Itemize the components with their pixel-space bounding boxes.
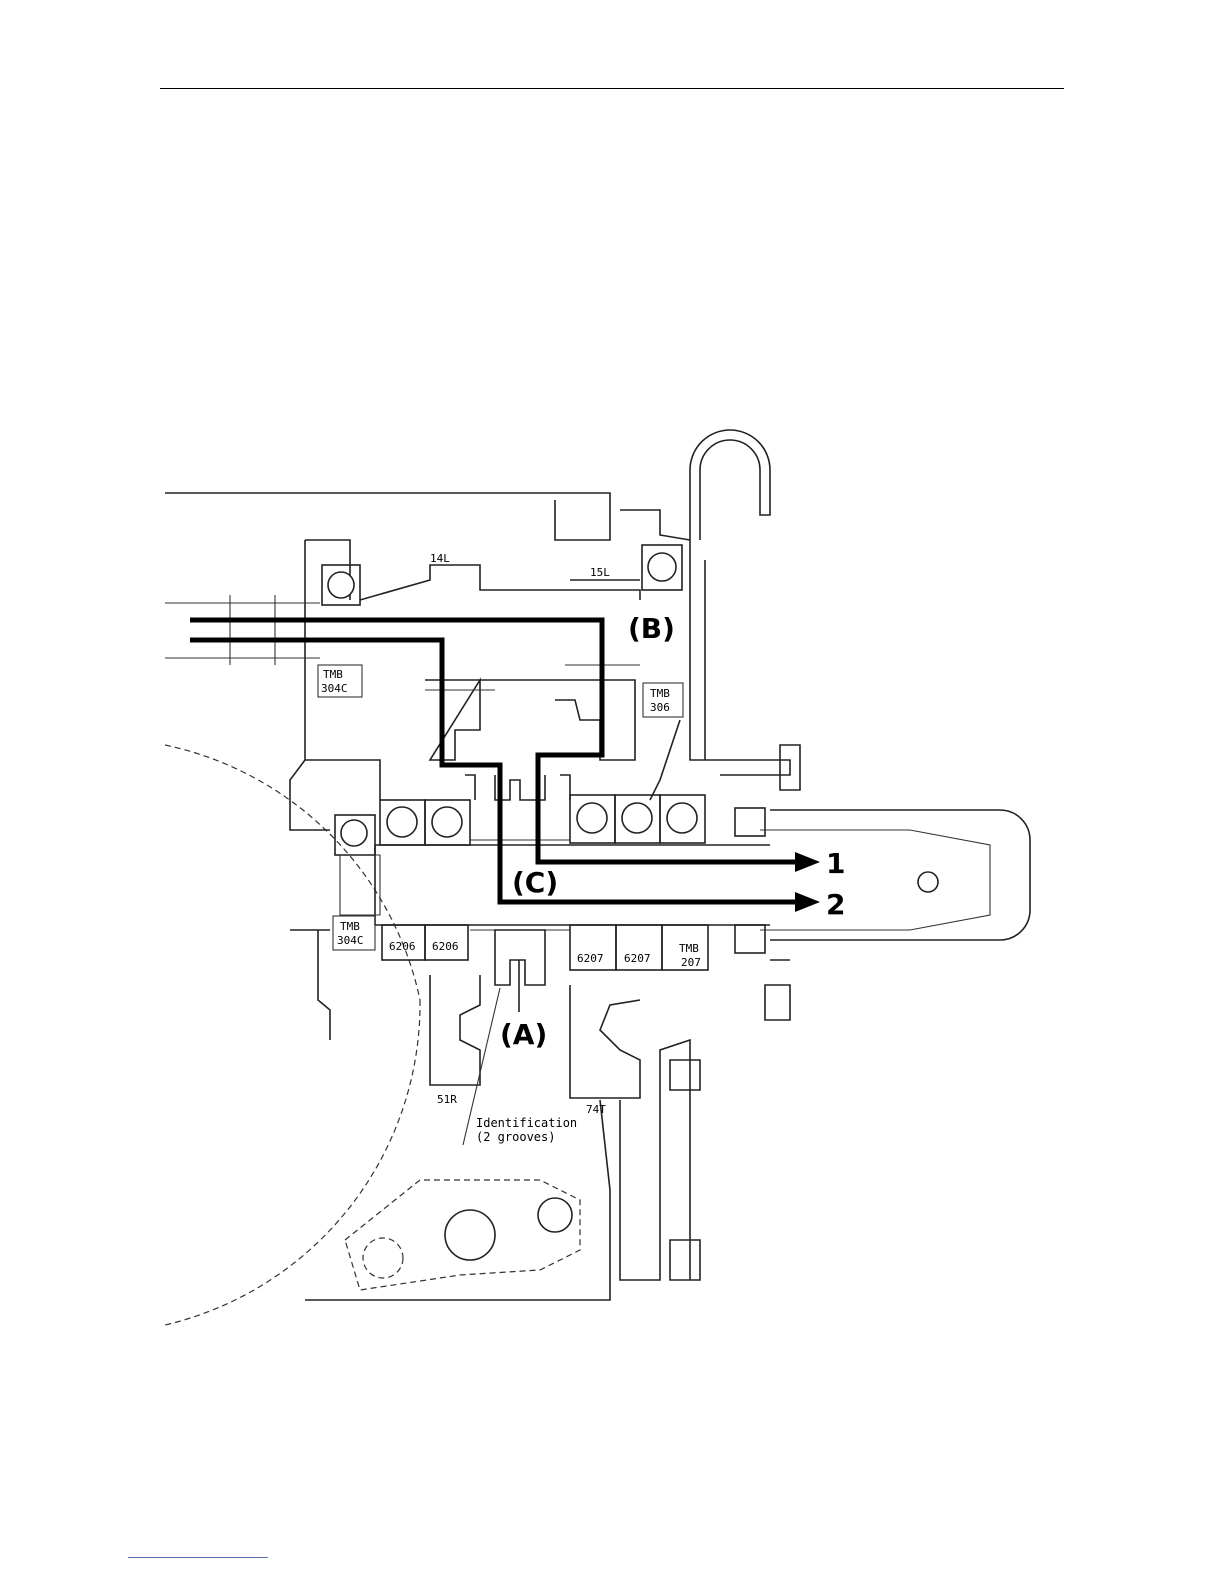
bearing-ball-6206-right [432, 807, 462, 837]
lower-plate-hole-right [538, 1198, 572, 1232]
label-tmb207-2: 207 [681, 956, 701, 969]
bearing-ball-tmb207 [667, 803, 697, 833]
output-label-1: 1 [826, 847, 845, 880]
label-identification-line1: Identification [476, 1116, 577, 1130]
shaft-left-outline [165, 595, 320, 665]
lower-housing-plate [345, 1180, 580, 1290]
bearing-ball-top-right [648, 553, 676, 581]
label-tmb304c-top-1: TMB [323, 668, 343, 681]
seal-bottom [735, 925, 765, 953]
label-14l: 14L [430, 552, 450, 565]
lower-gear-right [570, 985, 640, 1098]
lower-gear-left [430, 975, 480, 1085]
label-tmb304c-top-2: 304C [321, 682, 348, 695]
right-bolt-top [720, 745, 800, 790]
label-6207-a: 6207 [577, 952, 604, 965]
arrow-head-1 [795, 852, 820, 872]
callout-c: (C) [512, 866, 558, 899]
central-shaft [375, 845, 770, 925]
right-hook-tube [690, 430, 770, 540]
label-15l: 15L [590, 566, 610, 579]
lower-plate-hole-center [445, 1210, 495, 1260]
label-6206-b: 6206 [432, 940, 459, 953]
lower-housing [305, 1040, 690, 1300]
label-tmb306-2: 306 [650, 701, 670, 714]
seal-top [735, 808, 765, 836]
bearing-ball-6207-a [577, 803, 607, 833]
label-74t: 74T [586, 1103, 606, 1116]
label-identification-line2: (2 grooves) [476, 1130, 555, 1144]
label-tmb304c-bottom-1: TMB [340, 920, 360, 933]
callout-a: (A) [500, 1018, 547, 1051]
output-shaft-body [760, 830, 990, 930]
label-6207-b: 6207 [624, 952, 651, 965]
output-label-2: 2 [826, 888, 845, 921]
callout-b: (B) [628, 612, 675, 645]
label-tmb304c-bottom-2: 304C [337, 934, 364, 947]
label-51r: 51R [437, 1093, 457, 1106]
footer-rule [128, 1557, 268, 1558]
lower-left-housing [290, 930, 330, 1040]
right-bolt-bottom [765, 960, 790, 1020]
housing-top-outline [165, 493, 690, 540]
flow-path-b-to-1 [190, 620, 800, 862]
label-6206-a: 6206 [389, 940, 416, 953]
bearing-ball-top-left [328, 572, 354, 598]
bearing-ball-tmb304c-bottom [341, 820, 367, 846]
lower-right-bolt [670, 1060, 700, 1280]
bearing-ball-6206-left [387, 807, 417, 837]
arrow-head-2 [795, 892, 820, 912]
label-tmb306-1: TMB [650, 687, 670, 700]
bearing-ball-6207-b [622, 803, 652, 833]
output-shaft-hole [918, 872, 938, 892]
label-tmb207-1: TMB [679, 942, 699, 955]
upper-gear-detail [425, 665, 640, 690]
lower-plate-hole-left [363, 1238, 403, 1278]
